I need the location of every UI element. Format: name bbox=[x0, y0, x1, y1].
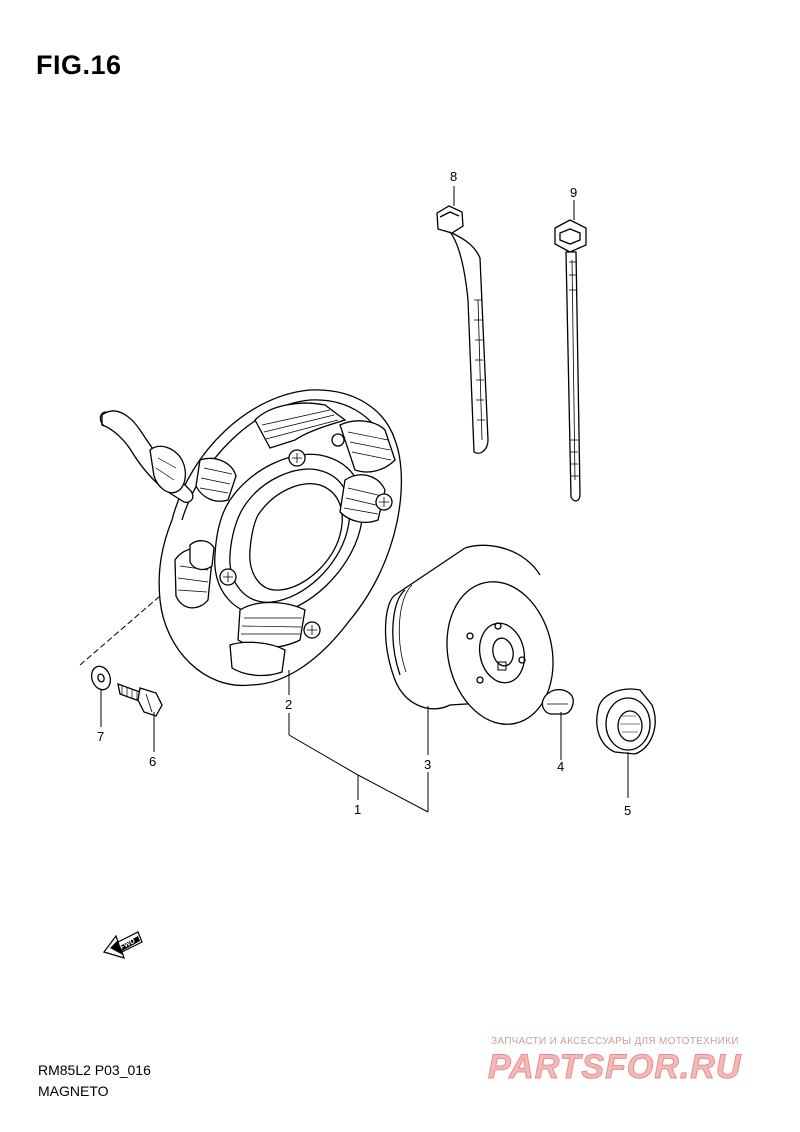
watermark-caption: ЗАПЧАСТИ И АКСЕССУАРЫ ДЛЯ МОТОТЕХНИКИ bbox=[491, 1036, 739, 1047]
callout-7: 7 bbox=[97, 729, 104, 744]
stator-bolt bbox=[117, 682, 163, 717]
stator-assembly bbox=[99, 389, 403, 687]
washer bbox=[90, 665, 112, 691]
woodruff-key bbox=[541, 689, 574, 715]
cable-tie-8 bbox=[436, 205, 489, 454]
callout-3: 3 bbox=[424, 757, 431, 772]
callout-2: 2 bbox=[285, 697, 292, 712]
callout-4: 4 bbox=[557, 759, 564, 774]
rotor-nut bbox=[596, 688, 656, 755]
callout-1: 1 bbox=[354, 802, 361, 817]
figure-title: FIG.16 bbox=[36, 50, 122, 80]
diagram-name: MAGNETO bbox=[38, 1083, 109, 1099]
rotor-flywheel bbox=[384, 544, 554, 725]
callout-8: 8 bbox=[450, 169, 457, 184]
leader-lines bbox=[79, 186, 629, 813]
callout-9: 9 bbox=[570, 185, 577, 200]
cable-tie-9 bbox=[554, 219, 587, 502]
callout-6: 6 bbox=[149, 754, 156, 769]
callout-5: 5 bbox=[624, 803, 631, 818]
diagram-code: RM85L2 P03_016 bbox=[38, 1062, 151, 1078]
forward-direction-badge: FWD bbox=[103, 931, 143, 959]
watermark-brand: PARTSFOR.RU bbox=[487, 1048, 742, 1087]
